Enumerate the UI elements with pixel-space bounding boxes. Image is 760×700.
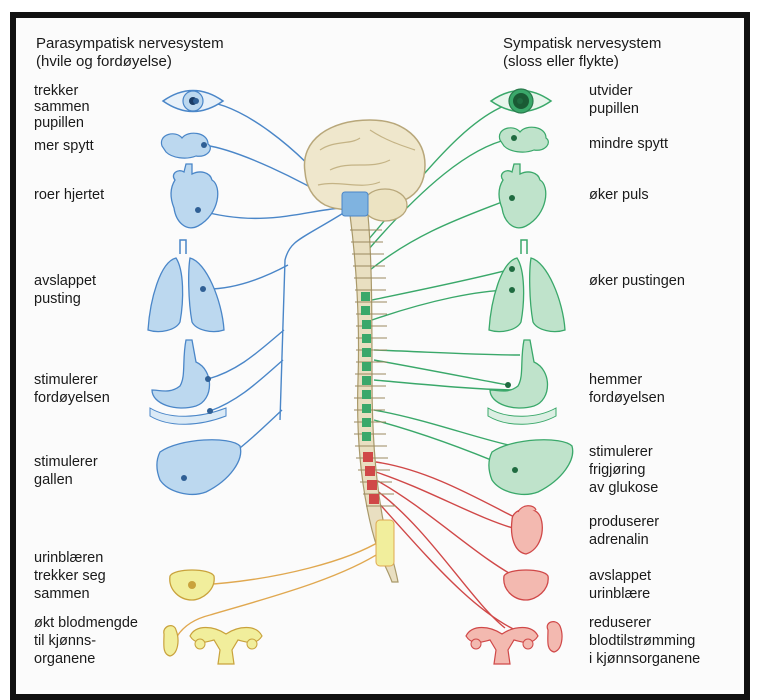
lungs-icon	[488, 239, 566, 333]
reproductive-organs-icon	[163, 625, 263, 665]
label-pupil-constrict: trekker sammen pupillen	[34, 83, 94, 131]
lungs-icon	[147, 239, 225, 333]
central-nervous-system	[303, 119, 426, 583]
parasympathetic-endpoints	[181, 98, 213, 481]
sympathetic-lower-nerves	[375, 461, 531, 637]
sacral-nerves	[174, 539, 385, 641]
liver-icon	[156, 439, 242, 495]
parasympathetic-organs	[147, 89, 263, 665]
label-reduce-blood-flow: reduserer blodtilstrømming i kjønnsorgan…	[589, 615, 700, 667]
label-increased-blood-flow: økt blodmengde til kjønns- organene	[34, 615, 142, 667]
label-pupil-dilate: utvider pupillen	[589, 83, 639, 117]
label-calm-heart: roer hjertet	[34, 187, 104, 203]
label-stimulate-digestion: stimulerer fordøyelsen	[34, 372, 110, 406]
label-stimulate-bile: stimulerer gallen	[34, 454, 102, 488]
cerebellum	[362, 188, 408, 222]
label-relaxed-bladder: avslappet urinblære	[589, 568, 655, 602]
label-produce-adrenaline: produserer adrenalin	[589, 514, 663, 548]
stomach-icon	[487, 339, 557, 425]
reproductive-organs-icon	[465, 621, 563, 665]
stomach-icon	[149, 339, 227, 425]
label-relaxed-breathing: avslappet pusting	[34, 273, 100, 307]
label-increase-pulse: øker puls	[589, 187, 649, 203]
label-less-saliva: mindre spytt	[589, 136, 668, 152]
label-bladder-contract: urinblæren trekker seg sammen	[34, 550, 110, 602]
label-inhibit-digestion: hemmer fordøyelsen	[589, 372, 665, 406]
label-glucose-release: stimulerer frigjøring av glukose	[589, 444, 658, 496]
cranial-parasympathetic-ganglia	[341, 191, 369, 217]
sacral-ganglia	[375, 519, 395, 567]
sympathetic-header: Sympatisk nervesystem (sloss eller flykt…	[503, 35, 661, 70]
sympathetic-title: Sympatisk nervesystem	[503, 35, 661, 52]
parasympathetic-labels: trekker sammen pupillen mer spytt roer h…	[34, 83, 142, 667]
parasympathetic-title: Parasympatisk nervesystem	[36, 35, 224, 52]
lumbar-ganglia	[363, 452, 379, 504]
heart-icon	[170, 163, 219, 229]
label-increase-breathing: øker pustingen	[589, 273, 685, 289]
parasympathetic-header: Parasympatisk nervesystem (hvile og ford…	[36, 35, 224, 70]
heart-icon	[498, 163, 547, 229]
label-more-saliva: mer spytt	[34, 138, 94, 154]
salivary-gland-icon	[498, 126, 549, 153]
parasympathetic-subtitle: (hvile og fordøyelse)	[36, 53, 172, 70]
liver-icon	[488, 439, 574, 495]
sympathetic-subtitle: (sloss eller flykte)	[503, 53, 619, 70]
bladder-icon	[503, 569, 549, 601]
sympathetic-endpoints	[505, 98, 523, 473]
sympathetic-organs	[465, 88, 574, 665]
sympathetic-labels: utvider pupillen mindre spytt øker puls …	[589, 83, 700, 667]
adrenal-kidney-icon	[510, 505, 543, 555]
salivary-gland-icon	[160, 132, 211, 159]
sympathetic-ganglia	[361, 292, 371, 441]
bladder-icon	[169, 569, 215, 601]
